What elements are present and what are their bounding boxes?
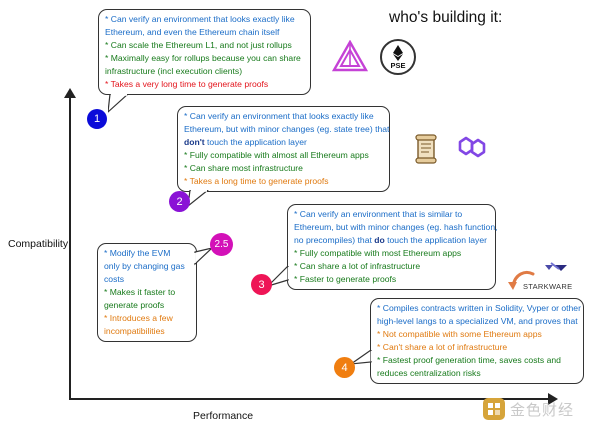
bubble-line: don't touch the application layer: [184, 136, 383, 149]
bubble-line: no precompiles) that do touch the applic…: [294, 234, 489, 247]
polygon-logo-icon: [458, 136, 486, 158]
bubble-line: * Can share most infrastructure: [184, 163, 303, 173]
triangle-logo-icon: [332, 40, 368, 72]
node-3: 3: [251, 274, 272, 295]
pse-logo-icon: [380, 39, 416, 75]
bubble-type-2-5: * Modify the EVM only by changing gas co…: [97, 243, 197, 342]
bubble-text: touch the application layer: [384, 235, 487, 245]
bubble-line: * Modify the EVM: [104, 248, 171, 258]
bubble-line: * Can share a lot of infrastructure: [294, 261, 421, 271]
bubble-line: * Can't share a lot of infrastructure: [377, 342, 508, 352]
bubble-line: Ethereum, and even the Ethereum chain it…: [105, 27, 280, 37]
x-axis-label: Performance: [193, 410, 254, 422]
y-axis: [69, 96, 71, 400]
x-axis-arrow: [548, 393, 558, 405]
bubble-line: * Fastest proof generation time, saves c…: [377, 355, 561, 365]
starkware-logo-text: STARKWARE: [523, 282, 573, 291]
bubble-line: * Takes a very long time to generate pro…: [105, 79, 269, 89]
bubble-line: * Can verify an environment that is simi…: [294, 209, 463, 219]
bubble-line: incompatibilities: [104, 326, 165, 336]
bubble-text: no precompiles) that: [294, 235, 375, 245]
bubble-line: * Takes a long time to generate proofs: [184, 176, 329, 186]
bubble-line: only by changing gas: [104, 261, 185, 271]
bubble-line: Ethereum, but with minor changes (eg. st…: [184, 124, 390, 134]
node-2: 2: [169, 191, 190, 212]
bubble-line: * Not compatible with some Ethereum apps: [377, 329, 542, 339]
bubble-3-tail: [267, 266, 290, 287]
y-axis-arrow: [64, 88, 76, 98]
bubble-line: generate proofs: [104, 300, 165, 310]
bubble-4-tail: [349, 350, 373, 365]
bubble-line: * Maximally easy for rollups because you…: [105, 53, 301, 63]
bubble-2-5-tail: [194, 248, 213, 266]
bold-word: don't: [184, 137, 205, 147]
curved-arrow-logo-icon: [508, 271, 535, 290]
title: who's building it:: [389, 9, 503, 26]
bubble-text: touch the application layer: [204, 137, 307, 147]
bubble-line: Ethereum, but with minor changes (eg. ha…: [294, 222, 498, 232]
bubble-line: * Can verify an environment that looks e…: [105, 14, 295, 24]
x-axis: [69, 398, 549, 400]
bubble-line: * Compiles contracts written in Solidity…: [377, 303, 581, 313]
starkware-logo-icon: [545, 262, 567, 271]
bubble-line: high-level langs to a specialized VM, an…: [377, 316, 578, 326]
bubble-line: costs: [104, 274, 125, 284]
bubble-type-2: * Can verify an environment that looks e…: [177, 106, 390, 192]
node-2-5: 2.5: [210, 233, 233, 256]
bubble-line: * Fully compatible with most Ethereum ap…: [294, 248, 462, 258]
bubble-line: * Can verify an environment that looks e…: [184, 111, 374, 121]
scroll-logo-icon: [415, 134, 437, 164]
bubble-line: * Faster to generate proofs: [294, 274, 397, 284]
node-1: 1: [87, 109, 107, 129]
watermark-text: 金色财经: [510, 402, 575, 419]
bubble-line: reduces centralization risks: [377, 368, 481, 378]
node-4: 4: [334, 357, 355, 378]
bold-word: do: [374, 235, 385, 245]
bubble-line: * Fully compatible with almost all Ether…: [184, 150, 369, 160]
bubble-type-4: * Compiles contracts written in Solidity…: [370, 298, 584, 384]
pse-logo-text: PSE: [390, 61, 406, 70]
bubble-type-1: * Can verify an environment that looks e…: [98, 9, 311, 95]
y-axis-label: Compatibility: [8, 238, 69, 250]
watermark-logo-icon: [483, 398, 505, 420]
bubble-line: * Introduces a few: [104, 313, 173, 323]
bubble-type-3: * Can verify an environment that is simi…: [287, 204, 498, 290]
bubble-1-tail: [108, 94, 129, 113]
bubble-line: infrastructure (incl execution clients): [105, 66, 243, 76]
bubble-line: * Can scale the Ethereum L1, and not jus…: [105, 40, 292, 50]
bubble-line: * Makes it faster to: [104, 287, 176, 297]
